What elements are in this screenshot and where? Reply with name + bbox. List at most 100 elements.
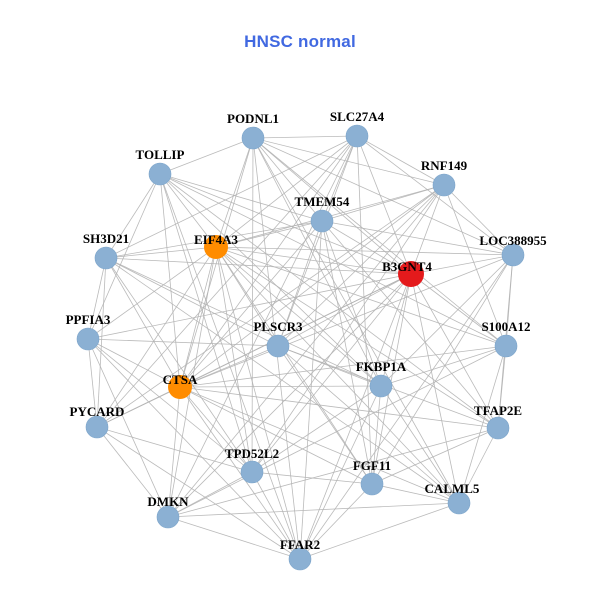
edge-B3GNT4-TPD52L2 [251,273,412,473]
edge-SLC27A4-FGF11 [356,135,373,485]
edge-PYCARD-DMKN [96,426,169,518]
edge-PPFIA3-DMKN [87,338,169,518]
edge-TOLLIP-SH3D21 [105,173,161,259]
node-SH3D21[interactable] [94,246,118,270]
edge-TMEM54-PLSCR3 [277,220,323,347]
edge-LOC388955-FFAR2 [299,254,514,560]
node-label-FFAR2: FFAR2 [280,537,320,552]
edge-EIF4A3-S100A12 [215,246,507,347]
edge-PODNL1-FKBP1A [252,137,382,387]
edge-B3GNT4-SH3D21 [105,257,412,275]
edge-CTSA-SLC27A4 [179,135,358,388]
edge-B3GNT4-CALML5 [410,273,460,504]
edge-RNF149-LOC388955 [443,184,514,256]
edge-EIF4A3-PODNL1 [215,137,254,248]
edge-TPD52L2-FFAR2 [251,471,301,560]
node-CTSA[interactable] [168,375,192,399]
edge-PPFIA3-PLSCR3 [87,338,279,347]
edge-RNF149-S100A12 [443,184,507,347]
edge-B3GNT4-RNF149 [410,184,445,275]
node-PPFIA3[interactable] [76,327,100,351]
node-label-PYCARD: PYCARD [70,404,125,419]
node-label-RNF149: RNF149 [421,158,468,173]
node-TOLLIP[interactable] [148,162,172,186]
edge-LOC388955-FKBP1A [380,254,514,387]
edge-PODNL1-RNF149 [252,137,445,186]
edge-EIF4A3-SLC27A4 [215,135,358,248]
edge-TOLLIP-FKBP1A [159,173,382,387]
node-FFAR2[interactable] [288,547,312,571]
edge-S100A12-FKBP1A [380,345,507,387]
node-label-CTSA: CTSA [163,372,198,387]
node-SLC27A4[interactable] [345,124,369,148]
edge-B3GNT4-TOLLIP [159,173,412,275]
edge-SLC27A4-RNF149 [356,135,445,186]
node-label-CALML5: CALML5 [425,481,480,496]
edge-PODNL1-TOLLIP [159,137,254,175]
edge-B3GNT4-TFAP2E [410,273,499,429]
edge-TMEM54-TFAP2E [321,220,499,429]
edge-PODNL1-TMEM54 [252,137,323,222]
edge-RNF149-TPD52L2 [251,184,445,473]
node-RNF149[interactable] [432,173,456,197]
node-label-LOC388955: LOC388955 [479,233,547,248]
node-EIF4A3[interactable] [204,235,228,259]
edge-CTSA-FFAR2 [179,386,301,560]
edge-PPFIA3-FFAR2 [87,338,301,560]
node-TMEM54[interactable] [310,209,334,233]
edge-TOLLIP-PPFIA3 [87,173,161,340]
edge-CTSA-TPD52L2 [179,386,253,473]
edge-TFAP2E-FGF11 [371,427,499,485]
edge-TOLLIP-S100A12 [159,173,507,347]
node-PLSCR3[interactable] [266,334,290,358]
edge-SLC27A4-PYCARD [96,135,358,428]
node-FKBP1A[interactable] [369,374,393,398]
node-TFAP2E[interactable] [486,416,510,440]
edge-B3GNT4-LOC388955 [410,254,514,275]
edge-PODNL1-S100A12 [252,137,507,347]
edge-EIF4A3-TOLLIP [159,173,217,248]
edge-SH3D21-PYCARD [96,257,107,428]
edge-EIF4A3-TFAP2E [215,246,499,429]
node-TPD52L2[interactable] [240,460,264,484]
edge-TFAP2E-DMKN [167,427,499,518]
edge-SLC27A4-TMEM54 [321,135,358,222]
edge-SH3D21-PPFIA3 [87,257,107,340]
edge-SH3D21-TPD52L2 [105,257,253,473]
edge-TFAP2E-CALML5 [458,427,499,504]
node-CALML5[interactable] [447,491,471,515]
edge-S100A12-DMKN [167,345,507,518]
edge-B3GNT4-PLSCR3 [277,273,412,347]
node-FGF11[interactable] [360,472,384,496]
edge-FKBP1A-TPD52L2 [251,385,382,473]
edge-CALML5-FFAR2 [299,502,460,560]
edge-PPFIA3-PYCARD [87,338,98,428]
node-S100A12[interactable] [494,334,518,358]
node-DMKN[interactable] [156,505,180,529]
node-label-FKBP1A: FKBP1A [356,359,407,374]
node-label-TPD52L2: TPD52L2 [225,446,279,461]
edge-TOLLIP-TFAP2E [159,173,499,429]
edge-B3GNT4-S100A12 [410,273,507,347]
edge-B3GNT4-PODNL1 [252,137,412,275]
node-B3GNT4[interactable] [398,261,424,287]
edge-PLSCR3-CALML5 [277,345,460,504]
node-label-DMKN: DMKN [147,494,189,509]
edge-B3GNT4-PPFIA3 [87,273,412,340]
edge-CTSA-DMKN [167,386,181,518]
edge-S100A12-TFAP2E [497,345,507,429]
edges-layer [87,135,514,560]
node-label-TMEM54: TMEM54 [295,194,350,209]
node-label-PODNL1: PODNL1 [227,111,279,126]
edge-EIF4A3-FFAR2 [215,246,301,560]
node-PYCARD[interactable] [85,415,109,439]
edge-CTSA-TFAP2E [179,386,499,429]
edge-PYCARD-FFAR2 [96,426,301,560]
node-PODNL1[interactable] [241,126,265,150]
edge-B3GNT4-FKBP1A [380,273,412,387]
edge-FGF11-CALML5 [371,483,460,504]
node-LOC388955[interactable] [501,243,525,267]
edge-TOLLIP-FFAR2 [159,173,301,560]
